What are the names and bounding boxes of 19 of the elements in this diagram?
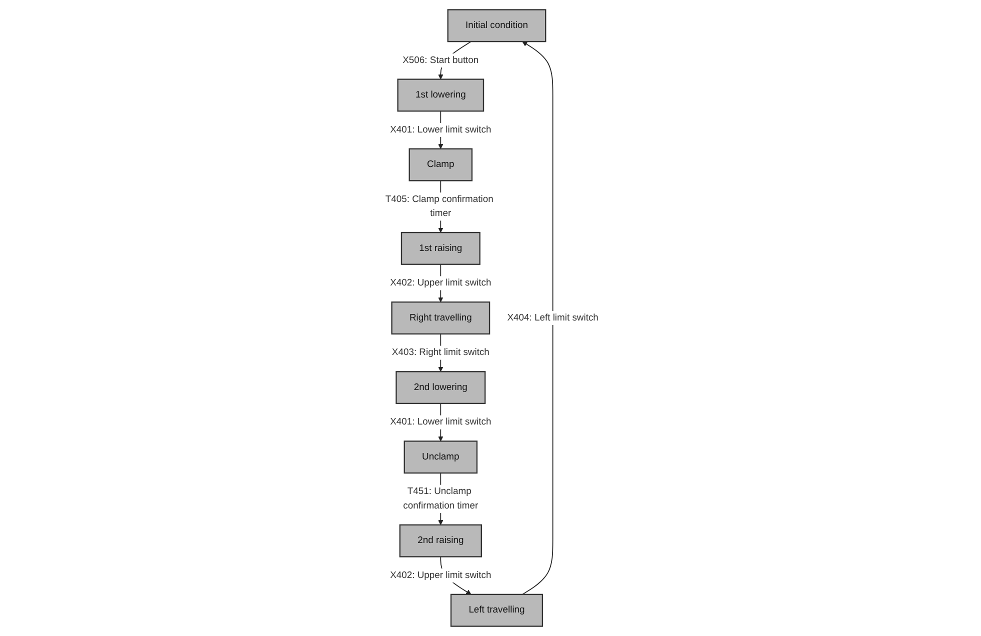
node-box: Left travelling — [450, 594, 544, 627]
arrow — [522, 41, 554, 595]
edge-label: X404: Left limit switch — [508, 312, 599, 323]
node-box: 2nd lowering — [396, 371, 486, 404]
node-box: Clamp — [409, 148, 473, 182]
edge-label: X401: Lower limit switch — [390, 417, 492, 428]
edge-label: T451: Unclamp confirmation timer — [404, 486, 479, 511]
node-box: Unclamp — [404, 440, 478, 474]
node-box: Initial condition — [448, 9, 547, 42]
edge-label: T405: Clamp confirmation timer — [386, 194, 494, 218]
edge-label: X401: Lower limit switch — [390, 124, 492, 135]
edge-label: X403: Right limit switch — [392, 347, 490, 358]
edge-label: X402: Upper limit switch — [390, 278, 492, 288]
node-box: Right travelling — [392, 301, 491, 334]
node-box: 1st lowering — [398, 78, 485, 112]
edge-label: X402: Upper limit switch — [390, 570, 492, 580]
node-box: 2nd raising — [400, 524, 482, 558]
node-box: 1st raising — [401, 232, 481, 265]
edge-label: X506: Start button — [403, 55, 480, 66]
